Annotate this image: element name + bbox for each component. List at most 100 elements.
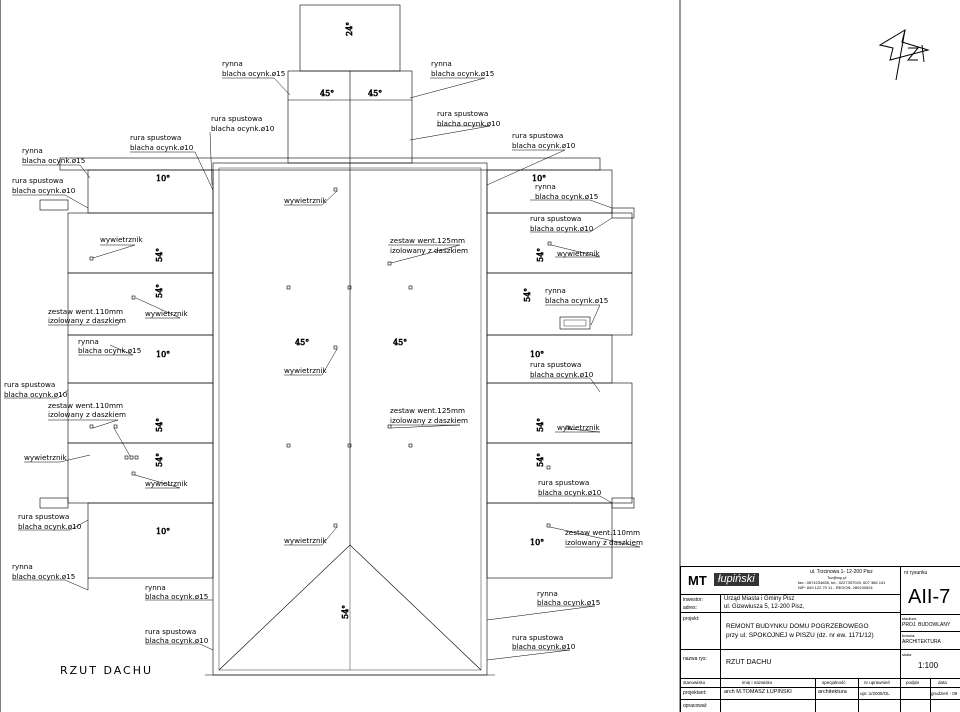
col-date: data (938, 680, 947, 685)
tb-line (900, 631, 960, 632)
angle-label: 10° (530, 538, 544, 547)
label-rura: rura spustowa (512, 633, 563, 642)
drawing-name-label: nazwa rys: (683, 656, 707, 662)
angle-label: 24° (345, 22, 354, 36)
company-address: ul. Trzcinowa 1- 12-200 Pisz (810, 569, 873, 575)
angle-label: 10° (156, 174, 170, 183)
address-value: ul. Gizewiusza 5, 12-200 Pisz, (724, 604, 805, 610)
label-blacha10: blacha ocynk.ø10 (530, 370, 594, 379)
label-blacha10: blacha ocynk.ø10 (145, 636, 209, 645)
investor-label: inwestor: (683, 597, 704, 603)
angle-label: 45° (368, 89, 382, 98)
angle-label: 45° (393, 338, 407, 347)
project-line1: REMONT BUDYNKU DOMU POGRZEBOWEGO (726, 623, 869, 630)
angle-label: 54° (536, 453, 545, 467)
roof-module (486, 382, 633, 444)
angle-label: 10° (532, 174, 546, 183)
tb-line (680, 649, 960, 650)
label-blacha15: blacha ocynk.ø15 (537, 598, 600, 607)
leader-lines (4, 77, 641, 661)
address-label: adres: (683, 605, 697, 611)
label-rura: rura spustowa (4, 380, 55, 389)
label-rynna: rynna (537, 589, 558, 598)
gutter-arm (39, 497, 69, 509)
roof-module (87, 169, 214, 214)
label-rynna: rynna (22, 146, 43, 155)
drawing-title: RZUT DACHU (60, 664, 153, 677)
project-line2: przy ul. SPOKOJNEJ w PISZU (dz. nr ew. 1… (726, 632, 874, 639)
label-blacha10: blacha ocynk.ø10 (538, 488, 602, 497)
branch-label: branża: (902, 633, 916, 638)
angle-label: 10° (530, 350, 544, 359)
tb-line (930, 678, 931, 712)
angle-label: 54° (341, 605, 350, 619)
designer-specialty: architektura (818, 689, 847, 695)
label-blacha10: blacha ocynk.ø10 (130, 143, 194, 152)
label-rynna: rynna (535, 182, 556, 191)
label-rynna: rynna (12, 562, 33, 571)
label-blacha15: blacha ocynk.ø15 (431, 69, 494, 78)
project-label: projekt: (683, 616, 700, 622)
label-wywietrznik: wywietrznik (557, 423, 601, 432)
label-rura: rura spustowa (12, 176, 63, 185)
annotation-labels: rynna blacha ocynk.ø15 rynna blacha ocyn… (4, 59, 643, 677)
company-phone: fax.: 0874234655, tel.: 0227397020, 607 … (798, 580, 886, 585)
tb-line (815, 678, 816, 712)
label-blacha15: blacha ocynk.ø15 (78, 346, 141, 355)
tb-line (720, 594, 721, 612)
designer-license: upr.:1/2005/OL (860, 691, 890, 696)
label-rynna: rynna (431, 59, 452, 68)
label-wywietrznik: wywietrznik (284, 196, 328, 205)
tb-line (720, 612, 721, 649)
label-zestaw125: zestaw went.125mm (390, 406, 465, 415)
label-blacha15: blacha ocynk.ø15 (12, 572, 75, 581)
label-rynna: rynna (545, 286, 566, 295)
angle-label: 45° (295, 338, 309, 347)
angle-label: 54° (155, 453, 164, 467)
company-nip: NIP: 849 122 79 11 - REGON: 280130524 (798, 585, 873, 590)
scale-value: 1:100 (918, 661, 939, 670)
company-email: Tcz@wp.pl (827, 575, 847, 580)
label-blacha10: blacha ocynk.ø10 (437, 119, 501, 128)
label-zestaw110: zestaw went.110mm (48, 401, 123, 410)
label-rura: rura spustowa (18, 512, 69, 521)
tb-line (900, 566, 901, 678)
label-izolowany: izolowany z daszkiem (390, 416, 468, 425)
tb-line (680, 566, 681, 712)
angle-label: 54° (536, 418, 545, 432)
drawing-name-value: RZUT DACHU (726, 659, 772, 666)
drawing-no-label: nr rysunku (904, 570, 928, 576)
designer-date: grudzień - 09 (931, 691, 958, 696)
skylight-glass (563, 319, 587, 327)
label-zestaw110: zestaw went.110mm (48, 307, 123, 316)
skylight (559, 316, 591, 330)
label-rynna: rynna (145, 583, 166, 592)
col-name: imię i nazwisko (742, 680, 773, 685)
angle-label: 54° (523, 288, 532, 302)
angle-label: 45° (320, 89, 334, 98)
tb-line (680, 687, 960, 688)
label-wywietrznik: wywietrznik (284, 536, 328, 545)
angle-label: 54° (155, 248, 164, 262)
angle-label: 54° (155, 418, 164, 432)
tb-line (858, 678, 859, 712)
tb-line (680, 566, 960, 567)
label-blacha10: blacha ocynk.ø10 (512, 642, 576, 651)
label-blacha15: blacha ocynk.ø15 (145, 592, 208, 601)
tb-line (680, 594, 900, 595)
label-blacha15: blacha ocynk.ø15 (535, 192, 598, 201)
label-wywietrznik: wywietrznik (100, 235, 144, 244)
roof-module (67, 272, 214, 336)
label-blacha10: blacha ocynk.ø10 (12, 186, 76, 195)
angle-label: 10° (156, 350, 170, 359)
label-wywietrznik: wywietrznik (145, 479, 189, 488)
label-wywietrznik: wywietrznik (24, 453, 68, 462)
gutter-arm (39, 199, 69, 211)
roof-module (87, 502, 214, 579)
stage-value: PROJ. BUDOWLANY (902, 622, 951, 628)
label-rura: rura spustowa (530, 360, 581, 369)
label-blacha15: blacha ocynk.ø15 (545, 296, 608, 305)
label-rynna: rynna (78, 337, 99, 346)
label-blacha10: blacha ocynk.ø10 (530, 224, 594, 233)
